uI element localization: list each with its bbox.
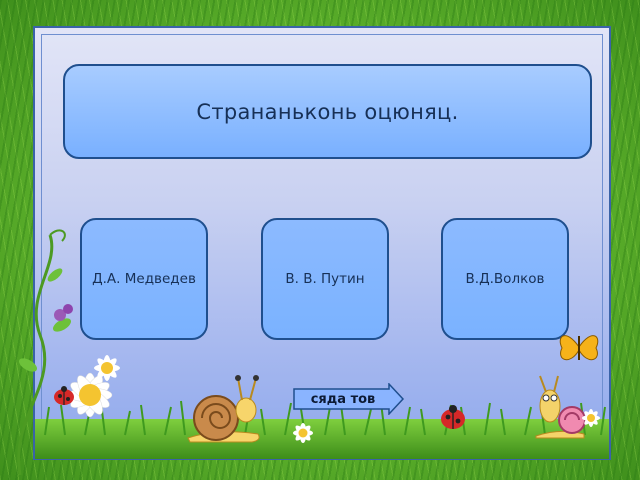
snail-icon: [535, 375, 586, 439]
grass-strip-icon: [35, 400, 609, 459]
vine-icon: [17, 229, 73, 476]
next-arrow-button[interactable]: сяда тов: [293, 383, 405, 415]
daisy-icon: [293, 423, 313, 443]
snail-icon: [187, 375, 260, 443]
answer-button-3[interactable]: В.Д.Волков: [441, 218, 569, 340]
answer-button-2[interactable]: В. В. Путин: [261, 218, 389, 340]
answer-label-1: Д.А. Медведев: [92, 271, 196, 287]
butterfly-icon: [559, 335, 599, 361]
ladybug-icon: [54, 386, 74, 405]
answer-button-1[interactable]: Д.А. Медведев: [80, 218, 208, 340]
daisy-icon: [94, 355, 120, 381]
question-box: Страна­нькoнь оцюняц.: [63, 64, 592, 159]
question-text: Страна­нькoнь оцюняц.: [196, 99, 459, 124]
daisy-icon: [67, 372, 113, 418]
daisy-icon: [582, 409, 600, 427]
next-label: сяда тов: [310, 391, 376, 407]
answer-label-3: В.Д.Волков: [465, 271, 545, 287]
arrow-right-icon: [293, 383, 405, 415]
answer-label-2: В. В. Путин: [285, 271, 365, 287]
ladybug-icon: [441, 405, 465, 429]
